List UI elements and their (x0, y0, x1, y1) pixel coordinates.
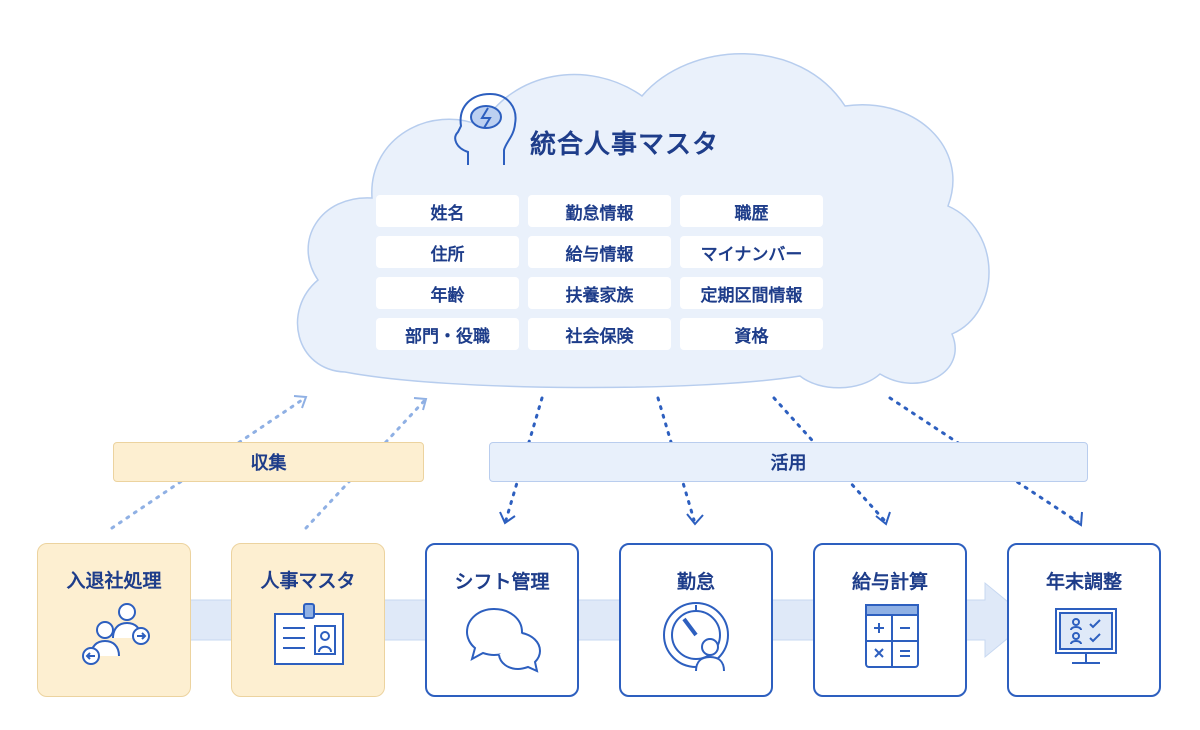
field-chip: 住所 (376, 236, 519, 268)
step-label: シフト管理 (454, 571, 550, 593)
field-chip: マイナンバー (680, 236, 823, 268)
step-label: 勤怠 (676, 571, 715, 593)
use-band: 活用 (489, 442, 1088, 482)
master-title: 統合人事マスタ (530, 130, 720, 160)
id-card-icon (274, 603, 344, 665)
clock-person-icon (663, 602, 729, 672)
field-chip: 年齢 (376, 277, 519, 309)
step-label: 給与計算 (851, 571, 928, 593)
brain-head-icon (454, 92, 517, 165)
field-chip: 社会保険 (528, 318, 671, 350)
field-chip: 部門・役職 (376, 318, 519, 350)
master-field-grid: 姓名 勤怠情報 職歴 住所 給与情報 マイナンバー 年齢 扶養家族 定期区間情報… (376, 195, 824, 350)
field-chip: 資格 (680, 318, 823, 350)
field-chip: 定期区間情報 (680, 277, 823, 309)
collect-arrowheads (293, 395, 428, 411)
step-card-year-end: 年末調整 (1007, 543, 1161, 697)
people-exchange-icon (82, 603, 150, 665)
field-chip: 給与情報 (528, 236, 671, 268)
step-card-hr-master: 人事マスタ (231, 543, 385, 697)
step-label: 人事マスタ (260, 570, 356, 592)
use-arrowheads (499, 511, 1083, 527)
field-chip: 職歴 (680, 195, 823, 227)
chat-bubbles-icon (465, 607, 542, 673)
step-card-hiring: 入退社処理 (37, 543, 191, 697)
field-chip: 勤怠情報 (528, 195, 671, 227)
field-chip: 姓名 (376, 195, 519, 227)
field-chip: 扶養家族 (528, 277, 671, 309)
step-label: 入退社処理 (66, 570, 162, 592)
step-card-shift: シフト管理 (425, 543, 579, 697)
monitor-checklist-icon (1055, 608, 1117, 664)
step-label: 年末調整 (1045, 571, 1122, 593)
step-card-payroll: 給与計算 (813, 543, 967, 697)
collect-band: 収集 (113, 442, 424, 482)
step-card-attendance: 勤怠 (619, 543, 773, 697)
calculator-icon (865, 604, 919, 668)
